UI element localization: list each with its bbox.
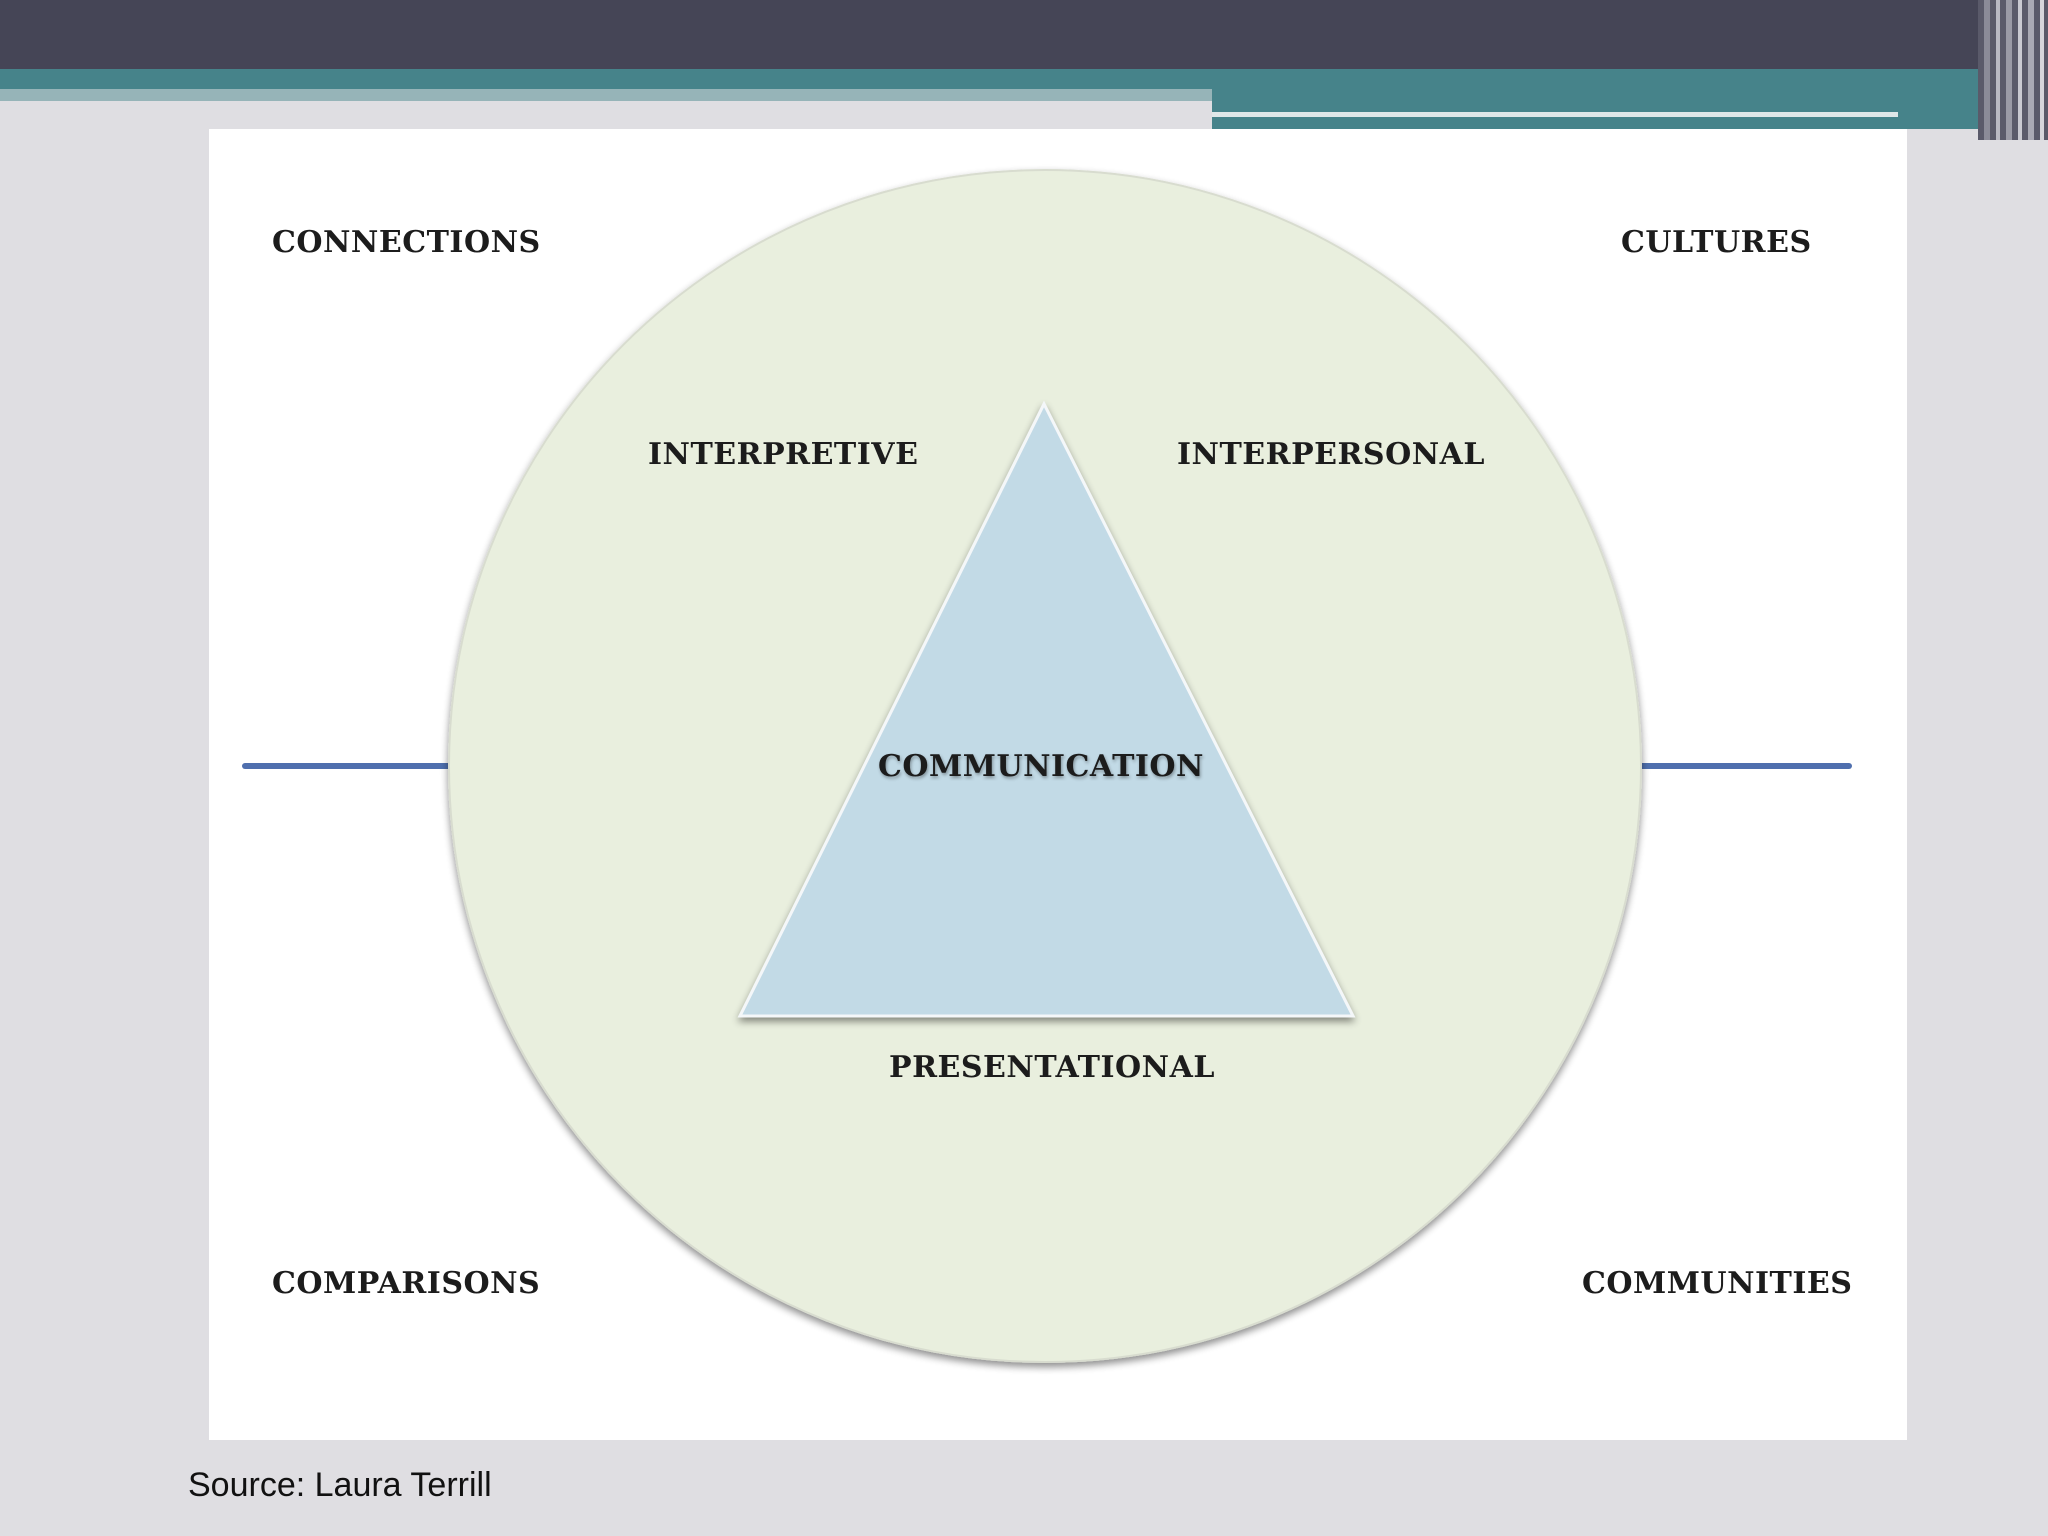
label-presentational: PRESENTATIONAL (889, 1050, 1215, 1085)
communication-triangle (737, 400, 1356, 1018)
label-cultures: CULTURES (1621, 225, 1812, 260)
diagram-graphic (242, 169, 1852, 1363)
label-connections: CONNECTIONS (272, 225, 541, 260)
label-interpretive: INTERPRETIVE (648, 437, 919, 472)
label-communities: COMMUNITIES (1582, 1266, 1853, 1301)
header-right-band-line (1212, 112, 1898, 117)
header-bar (0, 0, 2048, 69)
header-right-band (1212, 89, 2048, 129)
header-teal-band (0, 69, 2048, 89)
label-interpersonal: INTERPERSONAL (1177, 437, 1486, 472)
label-comparisons: COMPARISONS (272, 1266, 541, 1301)
source-caption: Source: Laura Terrill (188, 1466, 492, 1504)
header-light-band (0, 89, 1212, 101)
diagram-panel: CONNECTIONS CULTURES COMPARISONS COMMUNI… (209, 129, 1907, 1440)
label-communication: COMMUNICATION (878, 749, 1204, 784)
corner-stripes-decoration (1978, 0, 2048, 140)
